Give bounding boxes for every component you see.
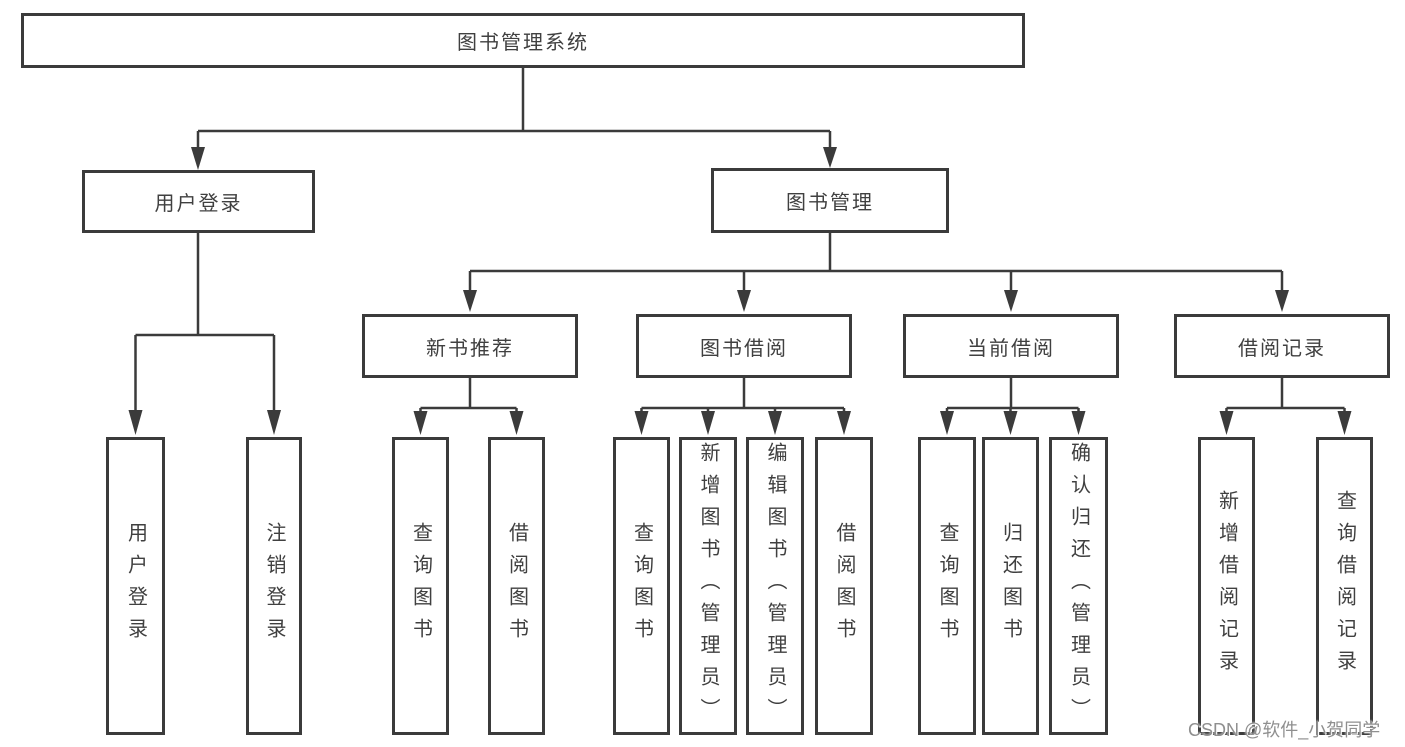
node-user-login: 用户登录 — [82, 170, 315, 233]
node-book-borrow: 图书借阅 — [636, 314, 852, 378]
leaf-query-book-2: 查询图书 — [613, 437, 670, 735]
leaf-borrow-book-1: 借阅图书 — [488, 437, 545, 735]
leaf-confirm-return-admin: 确认归还（管理员） — [1049, 437, 1108, 735]
node-book-management: 图书管理 — [711, 168, 949, 233]
node-borrow-records: 借阅记录 — [1174, 314, 1390, 378]
leaf-add-book-admin: 新增图书（管理员） — [679, 437, 737, 735]
leaf-logout: 注销登录 — [246, 437, 302, 735]
leaf-query-book-3: 查询图书 — [918, 437, 976, 735]
leaf-user-login: 用户登录 — [106, 437, 165, 735]
csdn-watermark: CSDN @软件_小贺同学 — [1188, 720, 1381, 740]
arrowheads — [128, 147, 1352, 435]
leaf-add-borrow-record: 新增借阅记录 — [1198, 437, 1255, 735]
node-root-library-system: 图书管理系统 — [21, 13, 1025, 68]
leaf-return-book: 归还图书 — [982, 437, 1039, 735]
leaf-query-borrow-record: 查询借阅记录 — [1316, 437, 1373, 735]
leaf-edit-book-admin: 编辑图书（管理员） — [746, 437, 804, 735]
leaf-query-book-1: 查询图书 — [392, 437, 449, 735]
node-current-borrow: 当前借阅 — [903, 314, 1119, 378]
leaf-borrow-book-2: 借阅图书 — [815, 437, 873, 735]
node-new-book-recommend: 新书推荐 — [362, 314, 578, 378]
